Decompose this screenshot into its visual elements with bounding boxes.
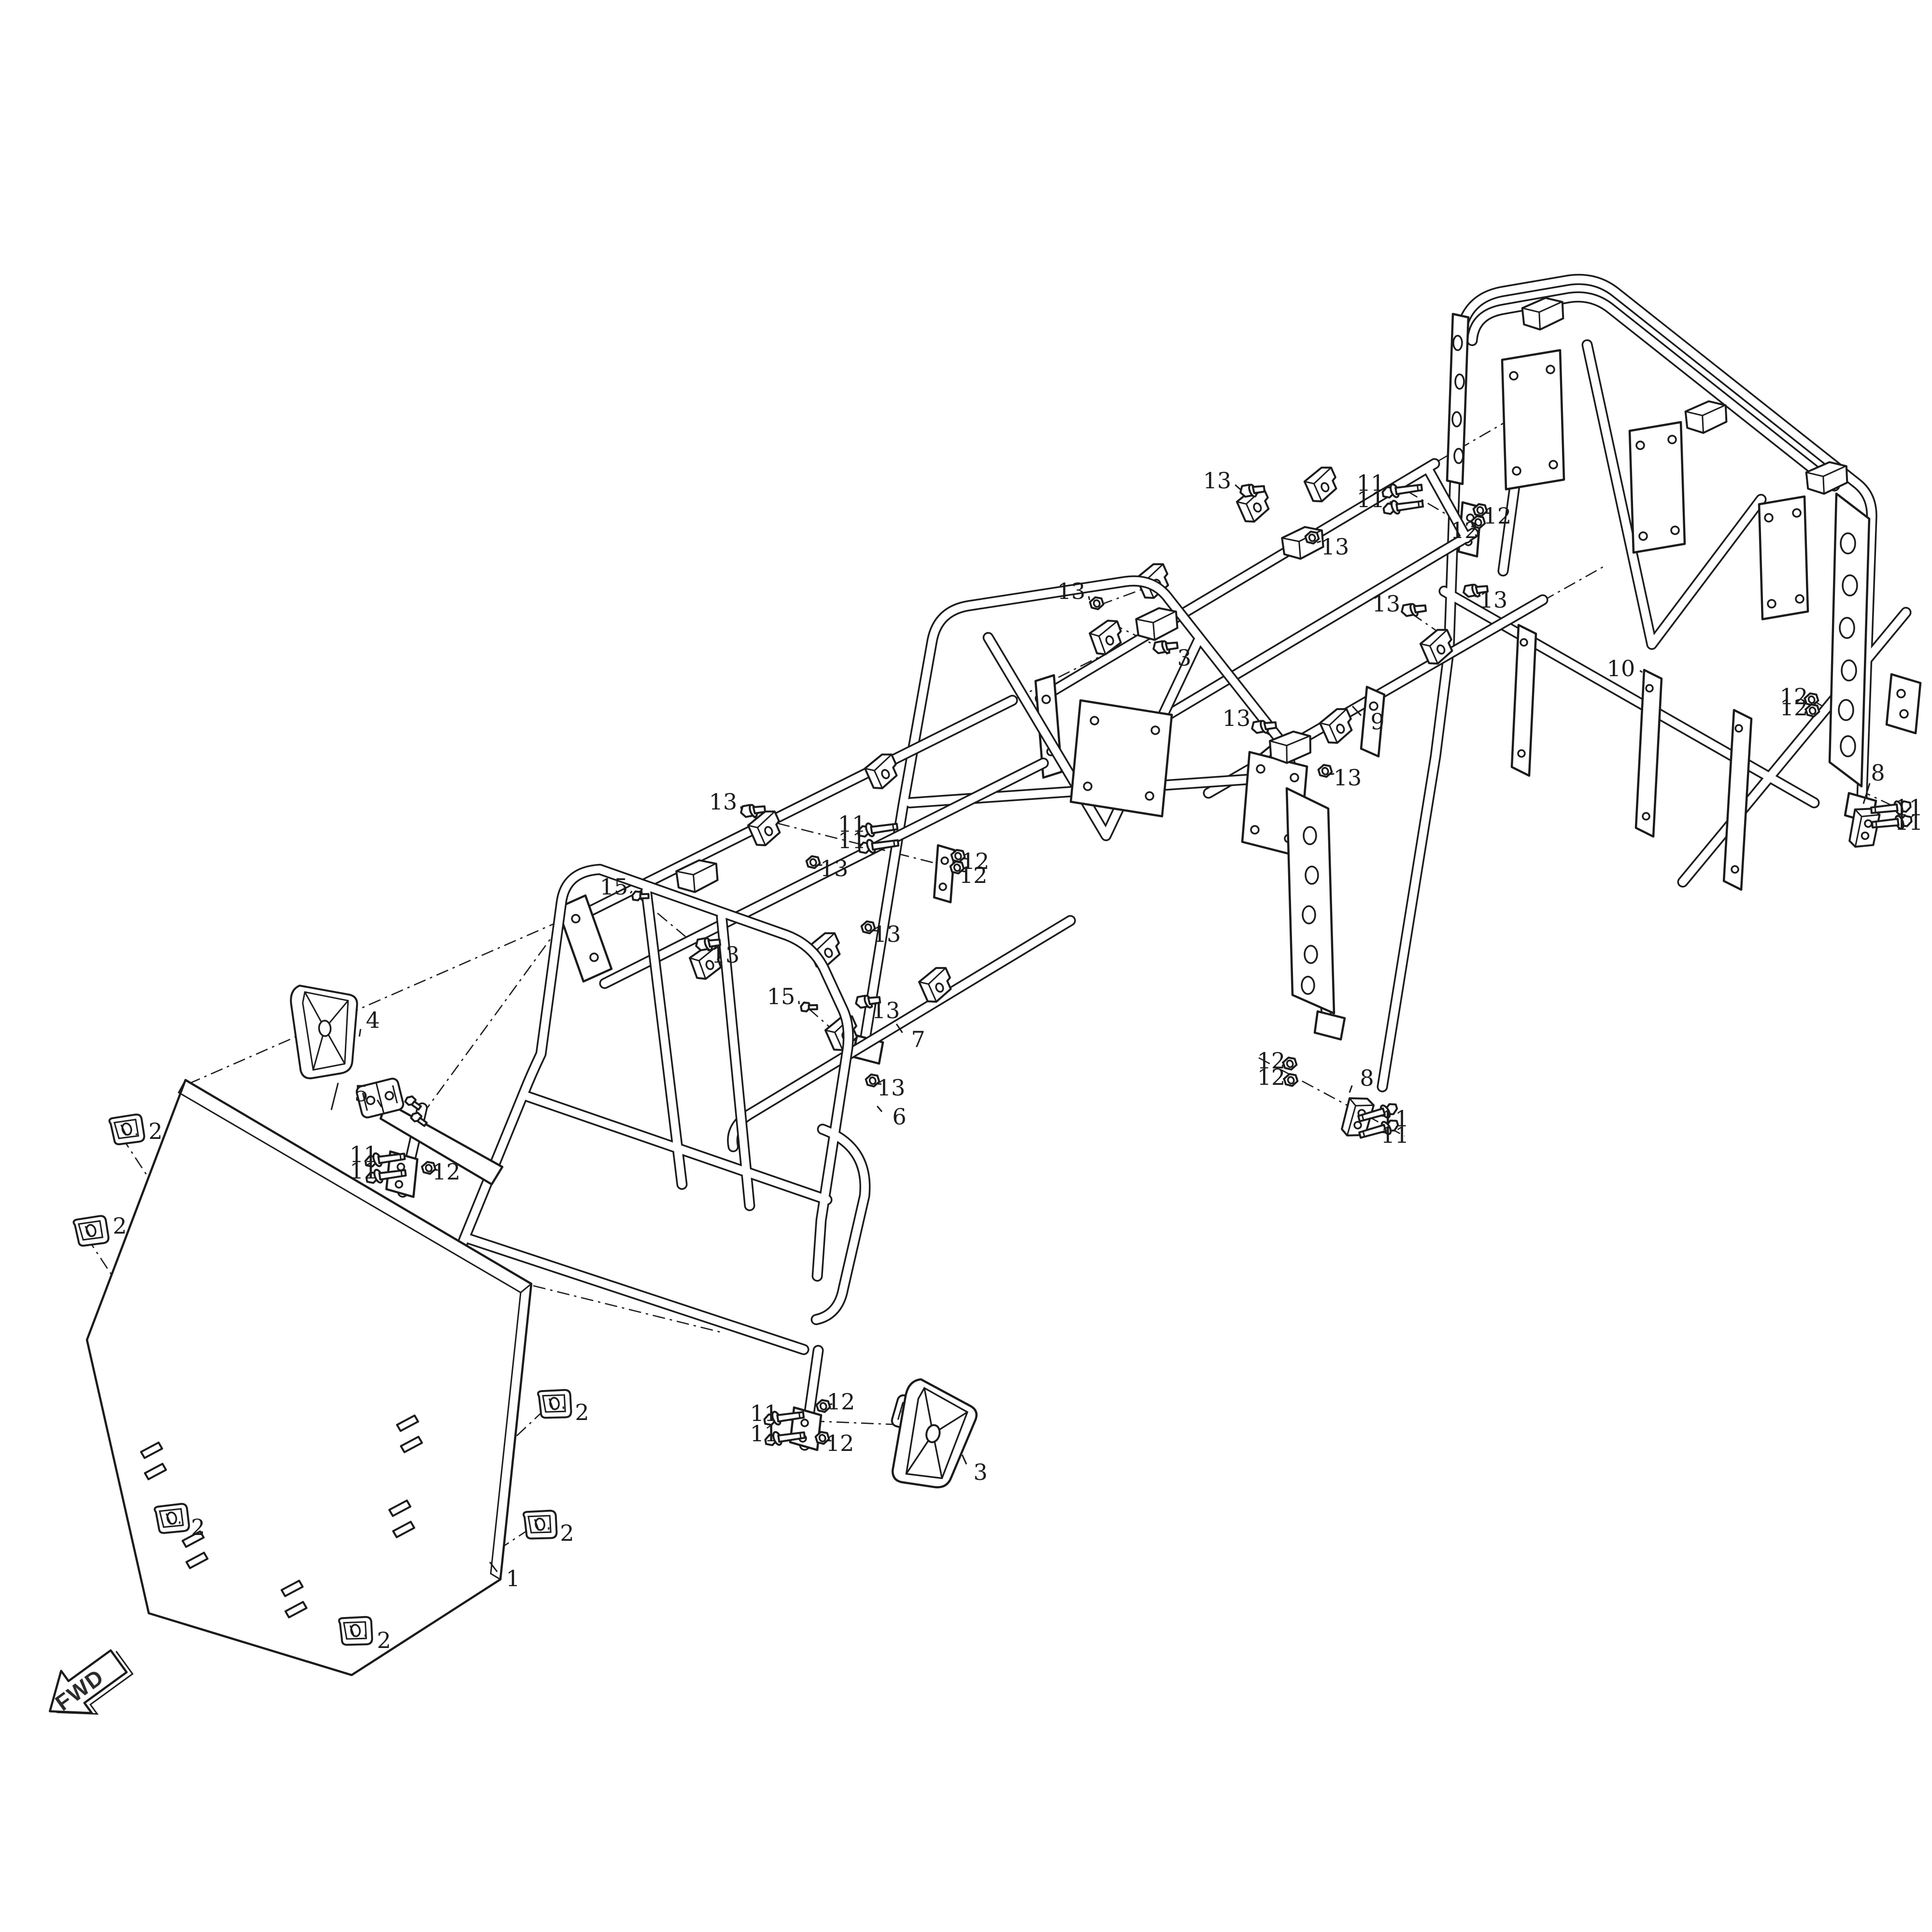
callout-leader (1088, 596, 1091, 600)
callout-leader (489, 1562, 498, 1573)
callout-label-7: 7 (911, 1026, 925, 1052)
latch (337, 1612, 376, 1650)
callout-leader (376, 1099, 383, 1108)
callout-label-13: 13 (873, 921, 901, 947)
bumper-block (1684, 398, 1730, 436)
screw-hardware-icon (798, 997, 820, 1016)
nut-hardware-icon (804, 853, 823, 871)
callout-leader (961, 1454, 967, 1465)
callout-leader (1235, 484, 1242, 491)
callout-label-11: 11 (838, 811, 867, 837)
callout-label-13: 13 (1334, 765, 1362, 791)
front-crossmember-assembly (559, 695, 1076, 1152)
callout-label-12: 12 (959, 862, 988, 888)
callout-label-6: 6 (892, 1104, 906, 1130)
gusset-bracket (1634, 668, 1663, 838)
callout-label-11: 11 (1381, 1122, 1409, 1148)
callout-leader (135, 1133, 138, 1136)
latch (521, 1506, 561, 1544)
callout-label-13: 13 (1479, 587, 1508, 613)
callout-label-2: 2 (560, 1520, 574, 1546)
callout-label-12: 12 (1257, 1048, 1286, 1074)
callout-leader (1317, 540, 1321, 543)
callout-label-13: 13 (1372, 591, 1401, 617)
right-mirror (885, 1377, 982, 1496)
callout-label-2: 2 (113, 1213, 127, 1239)
latch (71, 1211, 113, 1251)
callout-label-15: 15 (600, 874, 628, 900)
perforated-bar (1285, 787, 1335, 1015)
callout-label-13: 13 (709, 789, 738, 815)
bumper-block (1134, 605, 1181, 643)
callout-label-2: 2 (575, 1399, 589, 1425)
latch (536, 1385, 575, 1423)
clamp-screw (403, 1094, 424, 1111)
latch (107, 1109, 149, 1150)
callout-label-13: 13 (711, 942, 740, 968)
callout-label-13: 13 (877, 1075, 906, 1101)
callout-leader (562, 1406, 565, 1409)
callout-label-10: 10 (1607, 655, 1635, 682)
callout-label-12: 12 (432, 1159, 461, 1185)
callout-label-11: 11 (750, 1421, 779, 1447)
nut-hardware-icon (1087, 594, 1106, 612)
callout-label-12: 12 (826, 1430, 854, 1456)
callout-leader (1349, 1085, 1353, 1093)
callout-label-11: 11 (838, 827, 867, 853)
front-crossmember-brackets (556, 750, 958, 1054)
callout-leader (1351, 705, 1362, 716)
callout-label-12: 12 (1483, 503, 1512, 529)
callout-label-4: 4 (366, 1007, 380, 1033)
callout-leader (1862, 783, 1871, 804)
center-hoop-plates (852, 605, 1346, 1065)
callout-label-13: 13 (1222, 705, 1251, 731)
callout-label-1: 1 (506, 1565, 520, 1591)
rear-frame-plates (1339, 295, 1922, 1141)
callout-label-13: 13 (820, 855, 849, 881)
bolt-hardware-icon (1399, 597, 1429, 622)
left-mirror (289, 980, 363, 1110)
windshield-panel (85, 1079, 533, 1676)
nut-hardware-icon (1316, 762, 1335, 780)
callout-label-12: 12 (1780, 683, 1808, 710)
gusset-bracket (1510, 624, 1537, 777)
callout-label-13: 13 (1321, 534, 1350, 560)
callout-leader (364, 1634, 367, 1637)
callout-leader (895, 1023, 903, 1033)
callout-label-11: 11 (1357, 470, 1385, 496)
callout-label-12: 12 (1450, 517, 1479, 543)
callout-label-2: 2 (148, 1118, 162, 1144)
callout-label-12: 12 (1780, 695, 1808, 721)
callout-label-11: 11 (350, 1158, 378, 1184)
callout-label-12: 12 (1257, 1064, 1286, 1090)
callout-label-13: 13 (1057, 578, 1086, 604)
callout-leader (358, 1029, 362, 1037)
perforated-bar-left (1446, 313, 1470, 485)
bumper-block (1280, 524, 1327, 562)
front-hoop-assembly (397, 864, 871, 1451)
callout-label-11: 11 (1895, 809, 1923, 835)
callout-leader (876, 1106, 883, 1112)
callout-label-3: 3 (973, 1459, 987, 1485)
callout-label-8: 8 (1360, 1065, 1374, 1091)
callout-label-13: 13 (1203, 468, 1232, 494)
callout-label-12: 12 (827, 1389, 855, 1415)
callout-leader (1639, 670, 1643, 673)
gusset-bracket (1722, 709, 1753, 891)
callout-label-15: 15 (767, 983, 796, 1009)
callout-label-2: 2 (377, 1627, 391, 1653)
callout-label-11: 11 (350, 1141, 378, 1167)
callout-label-3: 3 (1177, 645, 1191, 671)
fwd-direction-arrow: FWD (49, 1649, 134, 1716)
callout-label-13: 13 (872, 997, 900, 1023)
callout-label-2: 2 (191, 1514, 205, 1540)
callout-leader (629, 890, 633, 894)
callout-label-8: 8 (1871, 760, 1885, 786)
callout-label-5: 5 (354, 1080, 368, 1107)
callout-label-11: 11 (750, 1400, 779, 1426)
callout-label-12: 12 (961, 848, 990, 874)
callout-label-9: 9 (1370, 709, 1384, 735)
callout-label-11: 11 (1357, 486, 1385, 512)
